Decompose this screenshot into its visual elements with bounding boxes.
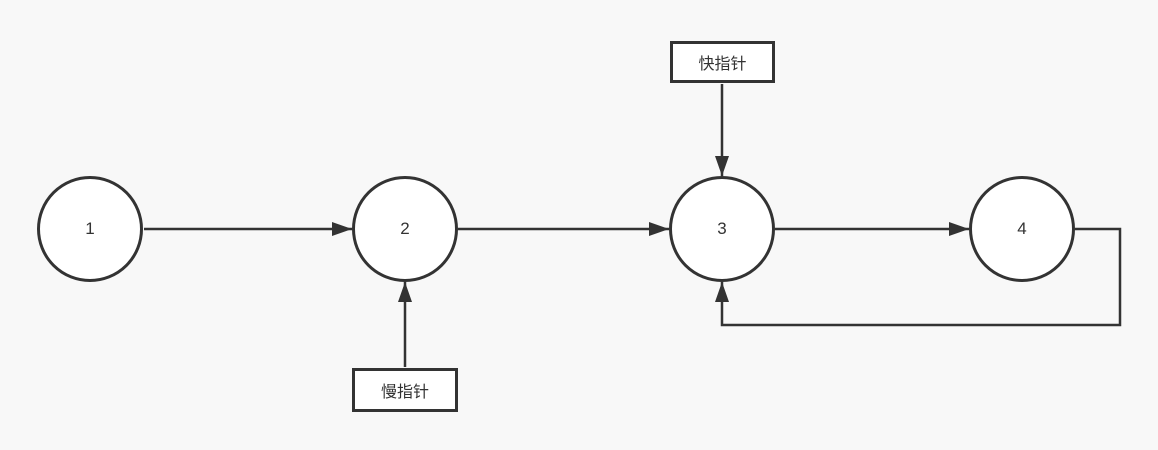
node-3: 3 xyxy=(669,176,775,282)
node-1-label: 1 xyxy=(85,219,95,238)
node-2: 2 xyxy=(352,176,458,282)
node-4: 4 xyxy=(969,176,1075,282)
edge-4-cycle-back-to-3-arrow xyxy=(715,227,1122,327)
node-3-label: 3 xyxy=(717,219,727,238)
slow-pointer-label: 慢指针 xyxy=(380,384,429,401)
fast-pointer-label: 快指针 xyxy=(698,56,747,73)
node-1: 1 xyxy=(37,176,143,282)
node-2-label: 2 xyxy=(400,219,410,238)
node-4-label: 4 xyxy=(1017,219,1027,238)
fast-pointer-label-box: 快指针 xyxy=(670,41,775,83)
slow-pointer-label-box: 慢指针 xyxy=(352,368,458,412)
